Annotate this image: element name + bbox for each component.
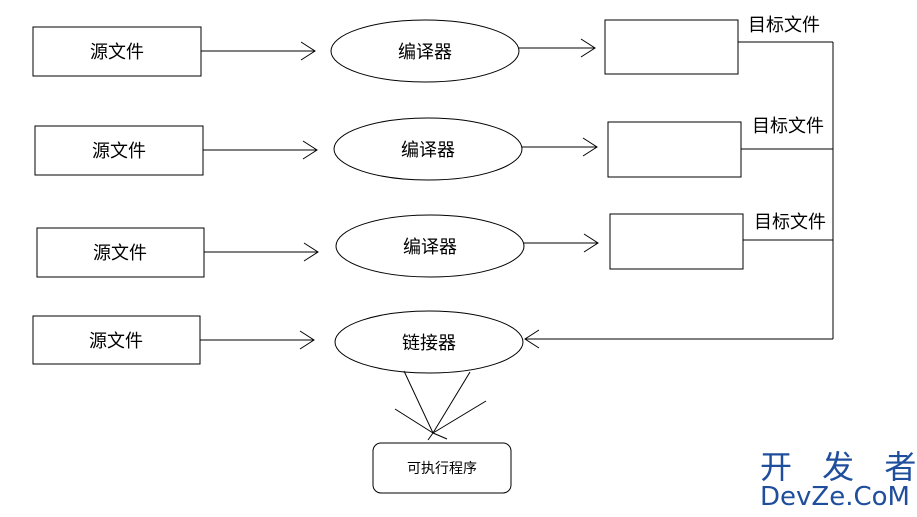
- source-file-label-2: 源文件: [92, 141, 146, 162]
- arrowhead-linker-to-executable-tip-right: [432, 432, 448, 440]
- arrowhead-linker-to-executable-left: [394, 408, 434, 434]
- compiler-ellipse-1: [330, 19, 520, 83]
- linker-ellipse: [334, 310, 524, 374]
- object-file-box-1: [604, 19, 739, 75]
- source-file-label-3: 源文件: [93, 243, 147, 264]
- compiler-label-2: 编译器: [401, 140, 455, 161]
- object-file-label-3: 目标文件: [754, 212, 826, 233]
- compiler-ellipse-3: [335, 214, 525, 278]
- compiler-label-1: 编译器: [398, 42, 452, 63]
- source-file-box-3: [36, 227, 205, 278]
- arrowhead-linker-to-executable-right: [432, 400, 487, 434]
- arrowhead-linker-to-executable-tip-left: [427, 432, 434, 441]
- object-file-box-2: [607, 121, 742, 178]
- arrowhead-compiler-to-object-2: [582, 137, 598, 157]
- watermark-chinese: 开 发 者: [760, 448, 917, 486]
- arrowhead-compiler-to-object-3: [583, 233, 599, 253]
- executable-label: 可执行程序: [407, 461, 477, 477]
- source-file-box-1: [32, 26, 202, 77]
- linker-label: 链接器: [402, 333, 456, 354]
- arrowhead-source-to-linker: [299, 330, 315, 350]
- source-file-label-4: 源文件: [89, 331, 143, 352]
- arrowhead-compiler-to-object-1: [580, 38, 596, 58]
- source-file-box-4: [32, 315, 201, 365]
- compiler-label-3: 编译器: [403, 237, 457, 258]
- watermark-english: DevZe.CoM: [760, 482, 910, 512]
- arrowhead-source-to-compiler-3: [303, 242, 319, 262]
- arrowhead-source-to-compiler-2: [302, 140, 318, 160]
- executable-box: [372, 442, 512, 494]
- source-file-box-2: [34, 125, 204, 176]
- arrowhead-objects-to-linker: [524, 329, 540, 349]
- arrowhead-source-to-compiler-1: [300, 41, 316, 61]
- object-file-label-2: 目标文件: [752, 116, 824, 137]
- compiler-ellipse-2: [333, 117, 523, 181]
- source-file-label-1: 源文件: [90, 42, 144, 63]
- arrow-linker-to-executable: [403, 370, 471, 435]
- object-file-box-3: [609, 213, 744, 270]
- object-file-label-1: 目标文件: [748, 15, 820, 36]
